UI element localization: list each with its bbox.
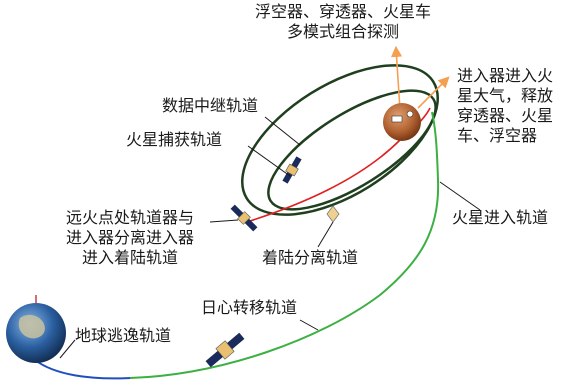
leader-escape — [59, 339, 76, 359]
leader-mars-entry — [439, 181, 481, 211]
label-capture: 火星捕获轨道 — [126, 130, 222, 150]
label-mars-entry: 火星进入轨道 — [452, 208, 548, 228]
earth-land — [18, 314, 45, 339]
label-escape: 地球逃逸轨道 — [75, 326, 171, 346]
label-separation-line3: 进入着陆轨道 — [81, 248, 178, 267]
label-relay: 数据中继轨道 — [162, 96, 258, 116]
leader-separation — [209, 219, 239, 223]
label-separation: 远火点处轨道器与 进入器分离进入器 进入着陆轨道 — [46, 208, 214, 268]
balloon-icon — [406, 110, 414, 118]
label-separation-line1: 远火点处轨道器与 — [65, 208, 194, 227]
label-top-line1: 浮空器、穿透器、火星车 — [254, 2, 431, 21]
label-landing-text: 着陆分离轨道 — [262, 248, 359, 267]
label-entry-line4: 车、浮空器 — [457, 126, 538, 145]
label-transfer: 日心转移轨道 — [201, 298, 297, 318]
rover-icon — [391, 115, 403, 123]
label-landing: 着陆分离轨道 — [262, 248, 358, 268]
label-entry: 进入器进入火 星大气，释放 穿透器、火星 车、浮空器 — [457, 66, 553, 146]
label-entry-line3: 穿透器、火星 — [457, 106, 554, 125]
label-separation-line2: 进入器分离进入器 — [65, 228, 194, 247]
label-mars-entry-text: 火星进入轨道 — [452, 208, 549, 227]
label-escape-text: 地球逃逸轨道 — [75, 326, 172, 345]
entry-arrow — [417, 76, 450, 109]
leader-capture — [247, 145, 291, 177]
label-transfer-text: 日心转移轨道 — [201, 298, 298, 317]
label-relay-text: 数据中继轨道 — [162, 96, 259, 115]
leader-landing — [317, 221, 334, 248]
multimode-arrow — [390, 45, 403, 111]
transfer-trajectory — [129, 111, 440, 379]
label-top-line2: 多模式组合探测 — [286, 22, 399, 41]
entry-capsule-icon — [326, 205, 340, 223]
label-entry-line2: 星大气，释放 — [457, 86, 554, 105]
landing-orbit — [246, 107, 431, 223]
spacecraft-separation-icon — [230, 204, 258, 232]
label-top: 浮空器、穿透器、火星车 多模式组合探测 — [248, 2, 438, 42]
spacecraft-transfer-icon — [205, 332, 245, 368]
label-entry-line1: 进入器进入火 — [457, 66, 554, 85]
label-capture-text: 火星捕获轨道 — [126, 130, 223, 149]
spacecraft-relay-icon — [282, 156, 302, 184]
capture-orbit — [267, 89, 437, 211]
relay-orbit — [241, 64, 439, 216]
escape-trajectory — [34, 359, 131, 380]
leader-transfer — [299, 319, 319, 331]
leader-relay — [264, 116, 301, 146]
